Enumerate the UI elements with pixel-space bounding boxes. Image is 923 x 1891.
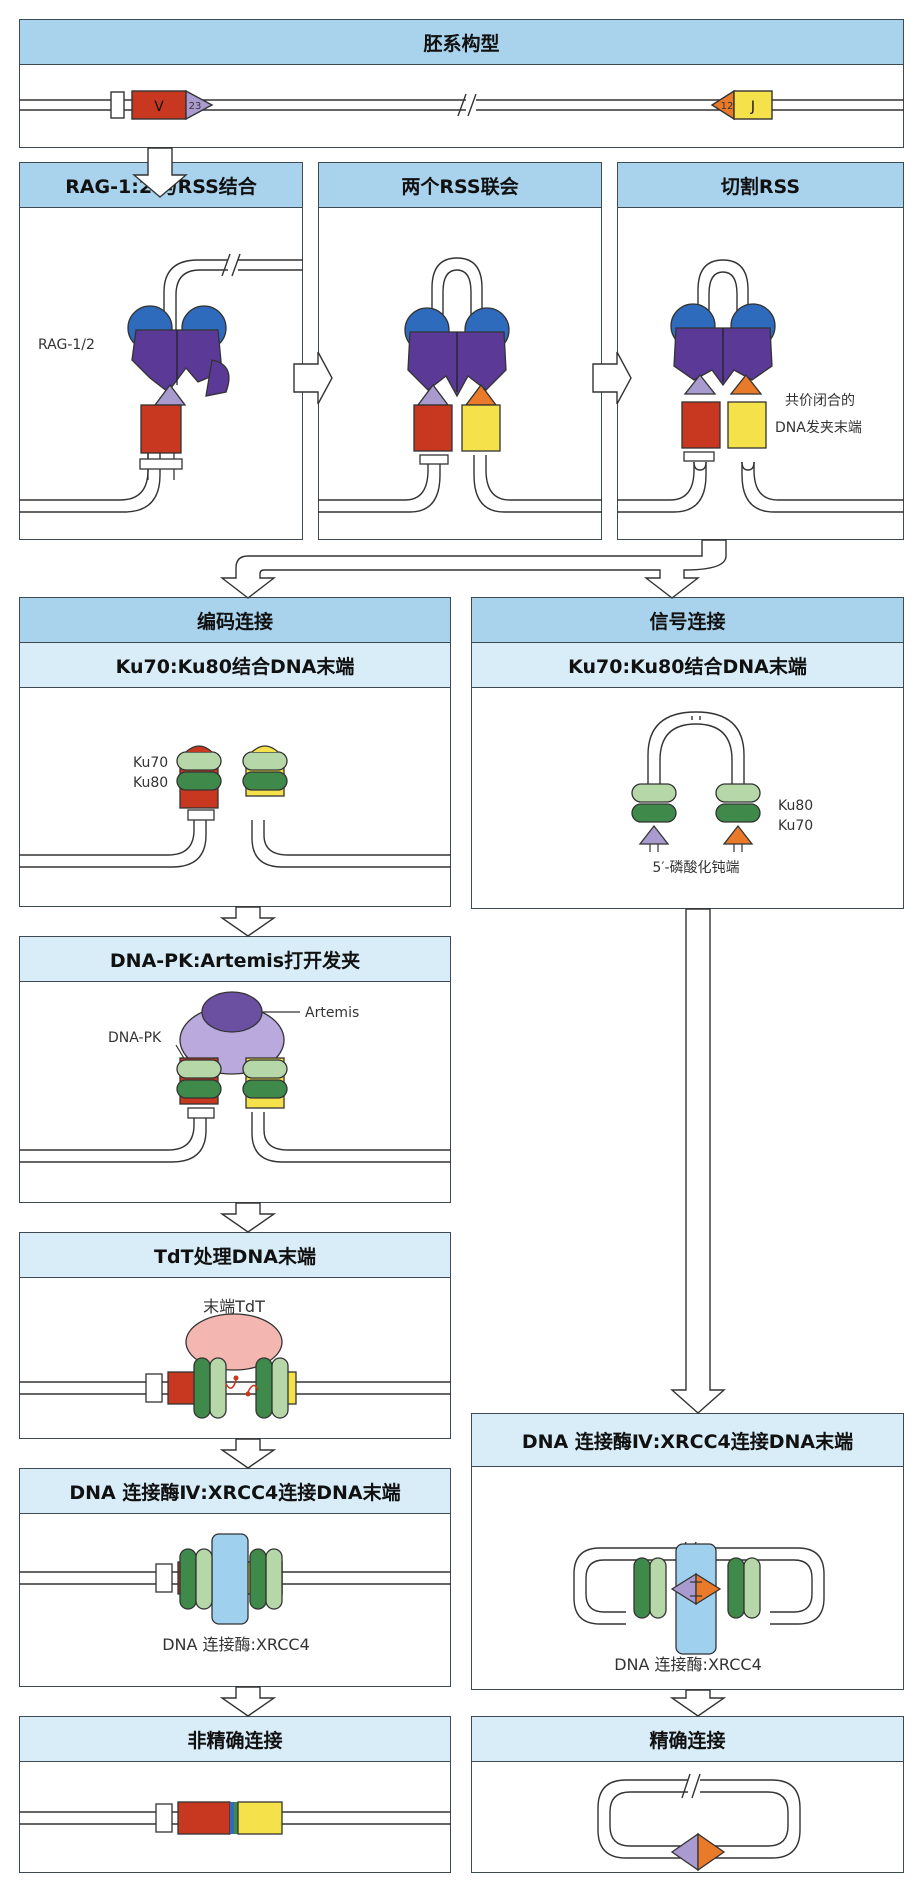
blunt-ends-label: 5′-磷酸化钝端 — [652, 860, 739, 876]
artemis-label: Artemis — [305, 1005, 359, 1021]
germline-dna — [19, 93, 904, 117]
v-leader-final — [155, 1803, 173, 1833]
v-segment-cleaved — [681, 401, 721, 449]
rss23-label: 23 — [189, 101, 202, 112]
v-leader-tdt — [145, 1373, 163, 1403]
rss23-triangle-bound — [153, 383, 187, 406]
ku-lig-v — [179, 1548, 213, 1610]
rss12-precise — [697, 1832, 726, 1872]
v-leader-lig — [155, 1563, 173, 1593]
ku-tdt-j — [255, 1357, 289, 1419]
rss23-signal — [638, 824, 670, 845]
arrow-dnapk-to-tdt — [219, 1202, 277, 1233]
v-leader-box — [110, 91, 125, 119]
v-leader-ku — [187, 809, 215, 821]
rag-binding-dna — [19, 253, 303, 513]
arrow-signal-long — [670, 908, 726, 1414]
ku-left-dna — [19, 820, 451, 868]
dnapk-label: DNA-PK — [108, 1030, 162, 1046]
rss12-triangle-cleaved — [729, 373, 763, 395]
v-leader-dnapk — [187, 1107, 215, 1119]
tdt-enzyme — [185, 1313, 283, 1371]
synapsis-dna — [318, 257, 602, 513]
tdt-nucleotides-j — [247, 1384, 259, 1393]
ku-lig-right-right — [727, 1557, 761, 1619]
arrow-tdt-to-ligase — [219, 1438, 277, 1469]
ku80-label-left: Ku80 — [133, 775, 168, 791]
v-segment — [131, 90, 187, 120]
rag-label: RAG-1/2 — [38, 337, 95, 353]
ku-signal-left — [631, 783, 677, 823]
ku-binding-left-panel — [19, 687, 451, 907]
ku-lig-j — [249, 1548, 283, 1610]
ku-lig-right-left — [633, 1557, 667, 1619]
ligase-left-header: DNA 连接酶Ⅳ:XRCC4连接DNA末端 — [19, 1468, 451, 1514]
j-segment-synapsis — [461, 404, 501, 452]
j-segment-label: J — [750, 99, 755, 115]
rag-complex-3 — [670, 303, 776, 387]
rag-complex-1 — [127, 305, 230, 397]
ku70-label-left: Ku70 — [133, 755, 168, 771]
arrow-ligase-to-precise — [669, 1689, 727, 1717]
germline-header: 胚系构型 — [19, 19, 904, 65]
hairpin-label-2: DNA发夹末端 — [775, 420, 862, 436]
imprecise-header: 非精确连接 — [19, 1716, 451, 1762]
ku-binding-left-header: Ku70:Ku80结合DNA末端 — [19, 642, 451, 688]
cleavage-dna — [617, 259, 904, 513]
v-leader-cleaved — [683, 451, 715, 462]
rss23-triangle-cleaved — [683, 373, 717, 395]
arrow-synapsis-to-cleavage — [592, 351, 632, 405]
ku-signal-right — [715, 783, 761, 823]
dnapk-artemis-header: DNA-PK:Artemis打开发夹 — [19, 936, 451, 982]
v-segment-label: V — [154, 99, 164, 115]
ligase-complex-left — [211, 1533, 249, 1625]
v-leader-synapsis — [419, 454, 449, 465]
ku70-label-right: Ku70 — [778, 818, 813, 834]
dnapk-dna — [19, 1112, 451, 1163]
v-segment-bound — [140, 404, 182, 454]
tdt-label: 末端TdT — [203, 1297, 265, 1316]
v-segment-synapsis — [413, 404, 453, 452]
ligase-label-left: DNA 连接酶:XRCC4 — [162, 1635, 310, 1654]
tdt-nucleotides-v — [225, 1379, 237, 1389]
v-leader-bound — [139, 458, 183, 470]
rss23-triangle-synapsis — [416, 383, 450, 406]
rss-cleavage-header: 切割RSS — [617, 162, 904, 208]
coding-joint-final — [177, 1801, 231, 1835]
j-segment — [733, 90, 773, 120]
rag-complex-2 — [404, 307, 510, 398]
signal-ku-dna — [647, 711, 745, 790]
rss12-signal — [722, 824, 754, 845]
arrow-germline-down — [132, 147, 188, 198]
rss23-triangle — [185, 89, 214, 121]
rss12-label: 12 — [721, 101, 734, 112]
j-segment-cleaved — [727, 401, 767, 449]
ligase-label-right: DNA 连接酶:XRCC4 — [614, 1655, 762, 1674]
artemis-complex — [201, 991, 263, 1033]
hairpin-label-1: 共价闭合的 — [785, 393, 855, 409]
rss12-triangle-synapsis — [464, 383, 498, 406]
ku80-label-right: Ku80 — [778, 798, 813, 814]
rss23-precise — [670, 1832, 699, 1872]
ku-tdt-v — [193, 1357, 227, 1419]
arrow-ku-to-dnapk — [219, 906, 277, 937]
tdt-header: TdT处理DNA末端 — [19, 1232, 451, 1278]
arrow-split — [219, 539, 727, 599]
arrow-rag-to-synapsis — [293, 351, 333, 405]
arrow-ligase-to-imprecise — [219, 1686, 277, 1717]
